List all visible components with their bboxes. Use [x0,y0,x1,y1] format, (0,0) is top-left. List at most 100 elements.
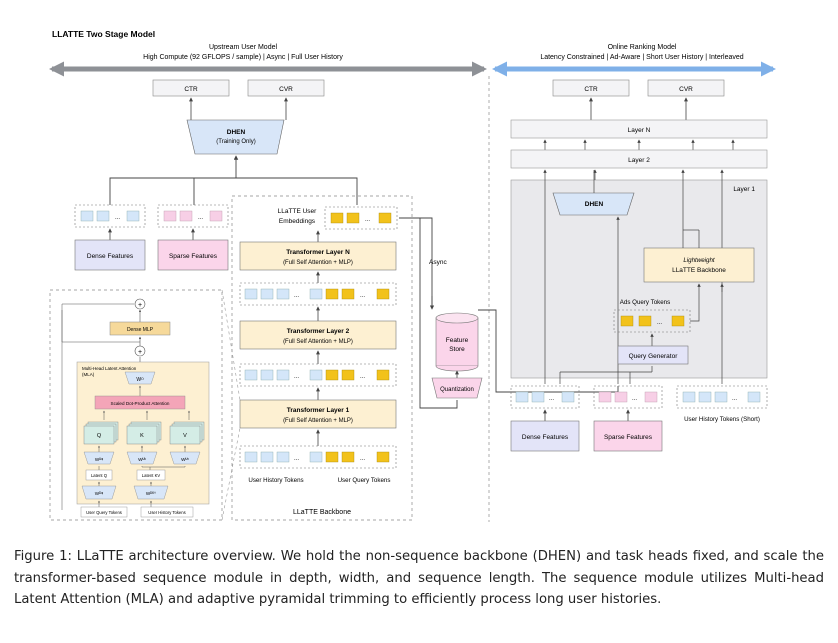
user-query-tokens-label: User Query Tokens [338,477,391,484]
svg-text:Latent KV: Latent KV [142,473,161,478]
quantization-label: Quantization [440,387,474,393]
svg-text:(Full Self Attention + MLP): (Full Self Attention + MLP) [283,418,353,424]
quantization-block [431,377,483,399]
svg-text:...: ... [115,215,120,221]
svg-text:User Query Tokens: User Query Tokens [86,510,122,515]
upstream-ctr-label: CTR [184,86,198,93]
svg-text:...: ... [365,217,370,223]
svg-text:Dense Features: Dense Features [522,434,569,441]
query-generator [617,345,689,365]
w-uq-projection [83,451,115,465]
online-cvr-head [647,79,725,97]
sparse-token-group [157,204,229,228]
svg-text:CVR: CVR [679,86,693,93]
online-dense-token-group [510,385,580,409]
w-dkv-projection [133,485,169,500]
svg-text:Multi-Head Latent Attention: Multi-Head Latent Attention [82,366,137,371]
svg-text:Wᴼ: Wᴼ [136,377,144,383]
svg-text:Layer 2: Layer 2 [628,157,650,164]
transformer-layer-1 [239,399,397,429]
ads-query-tokens-label: Ads Query Tokens [620,299,670,306]
svg-text:Query Generator: Query Generator [629,353,679,360]
svg-text:Embeddings: Embeddings [279,218,316,225]
svg-text:Transformer Layer N: Transformer Layer N [286,249,350,256]
upstream-heading: Upstream User Model [209,44,278,51]
online-sparse-features [593,420,663,452]
svg-text:Wᴰᴷⱽ: Wᴰᴷⱽ [146,491,157,496]
upstream-ctr-head [152,79,230,97]
k-stack [126,421,162,445]
svg-text:Wᵁᵠ: Wᵁᵠ [95,457,103,462]
svg-text:Transformer Layer 1: Transformer Layer 1 [287,407,350,414]
llatte-backbone-container [231,195,413,521]
transformer-layer-2 [239,320,397,350]
w-o-projection [124,371,156,385]
upstream-cvr-label: CVR [279,86,293,93]
svg-text:...: ... [360,374,365,380]
svg-text:Dense MLP: Dense MLP [127,327,154,333]
svg-text:...: ... [732,396,737,402]
svg-text:Q: Q [97,433,102,439]
svg-text:Lightweight: Lightweight [683,257,715,264]
svg-text:+: + [138,302,142,309]
residual-add-top [134,298,146,310]
svg-text:Scaled Dot-Product Attention: Scaled Dot-Product Attention [111,401,170,406]
upstream-dhen-block [186,119,285,155]
token-row-n-cells: ... ... [244,288,390,300]
online-layer-n [510,119,768,139]
async-label: Async [429,259,447,266]
svg-text:Wᵁᵏ: Wᵁᵏ [138,457,146,462]
svg-text:LLaTTE Backbone: LLaTTE Backbone [672,267,726,274]
q-stack [83,421,119,445]
svg-text:...: ... [632,396,637,402]
svg-text:...: ... [294,293,299,299]
svg-text:(Full Self Attention + MLP): (Full Self Attention + MLP) [283,260,353,266]
svg-text:Store: Store [449,346,465,353]
svg-text:Transformer Layer 2: Transformer Layer 2 [287,328,350,335]
feature-store-label: Feature [446,337,469,344]
mla-inset-container [49,289,223,521]
user-history-tokens-label: User History Tokens [248,477,303,484]
lightweight-llatte-backbone [643,247,755,283]
w-uv-projection [169,451,201,465]
svg-text:User History Tokens: User History Tokens [148,510,185,515]
ads-query-token-group [613,309,691,333]
w-uk-projection [126,451,158,465]
online-dense-features [510,420,580,452]
svg-text:...: ... [294,456,299,462]
svg-text:Sparse Features: Sparse Features [604,434,653,441]
svg-text:...: ... [198,215,203,221]
upstream-dense-features-label: Dense Features [87,253,134,260]
online-subheading: Latency Constrained | Ad-Aware | Short U… [540,54,743,61]
upstream-subheading: High Compute (92 GFLOPS / sample) | Asyn… [143,54,343,61]
svg-text:...: ... [360,293,365,299]
svg-text:CTR: CTR [584,86,598,93]
dense-token-group [74,204,146,228]
upstream-dense-features [74,239,146,271]
mla-user-query-tokens [80,506,128,518]
dense-mlp-block [109,321,171,336]
user-history-short-label: User History Tokens (Short) [684,416,760,423]
transformer-layer-n [239,241,397,271]
svg-text:...: ... [360,456,365,462]
svg-text:Wᵁᵛ: Wᵁᵛ [181,457,189,462]
token-row-2-cells: ... ... [244,369,390,381]
svg-text:Layer 1: Layer 1 [733,186,755,193]
online-ctr-head [552,79,630,97]
v-stack [169,421,205,445]
user-embeddings-label: LLaTTE User [278,208,317,215]
online-sparse-token-group [593,385,663,409]
architecture-diagram: LLATTE Two Stage Model Upstream User Mod… [49,29,776,522]
latent-q-block [85,469,113,481]
svg-text:(MLA): (MLA) [82,372,95,377]
svg-text:V: V [183,433,187,439]
svg-text:Latent Q: Latent Q [91,473,108,478]
llatte-backbone-label: LLaTTE Backbone [293,509,351,516]
latent-kv-block [136,469,166,481]
token-row-n [239,282,397,306]
residual-add-bottom [134,345,146,357]
svg-text:Layer N: Layer N [628,127,651,134]
svg-text:...: ... [657,320,662,326]
online-layer-2 [510,149,768,169]
upstream-dhen-sublabel: (Training Only) [216,139,255,145]
